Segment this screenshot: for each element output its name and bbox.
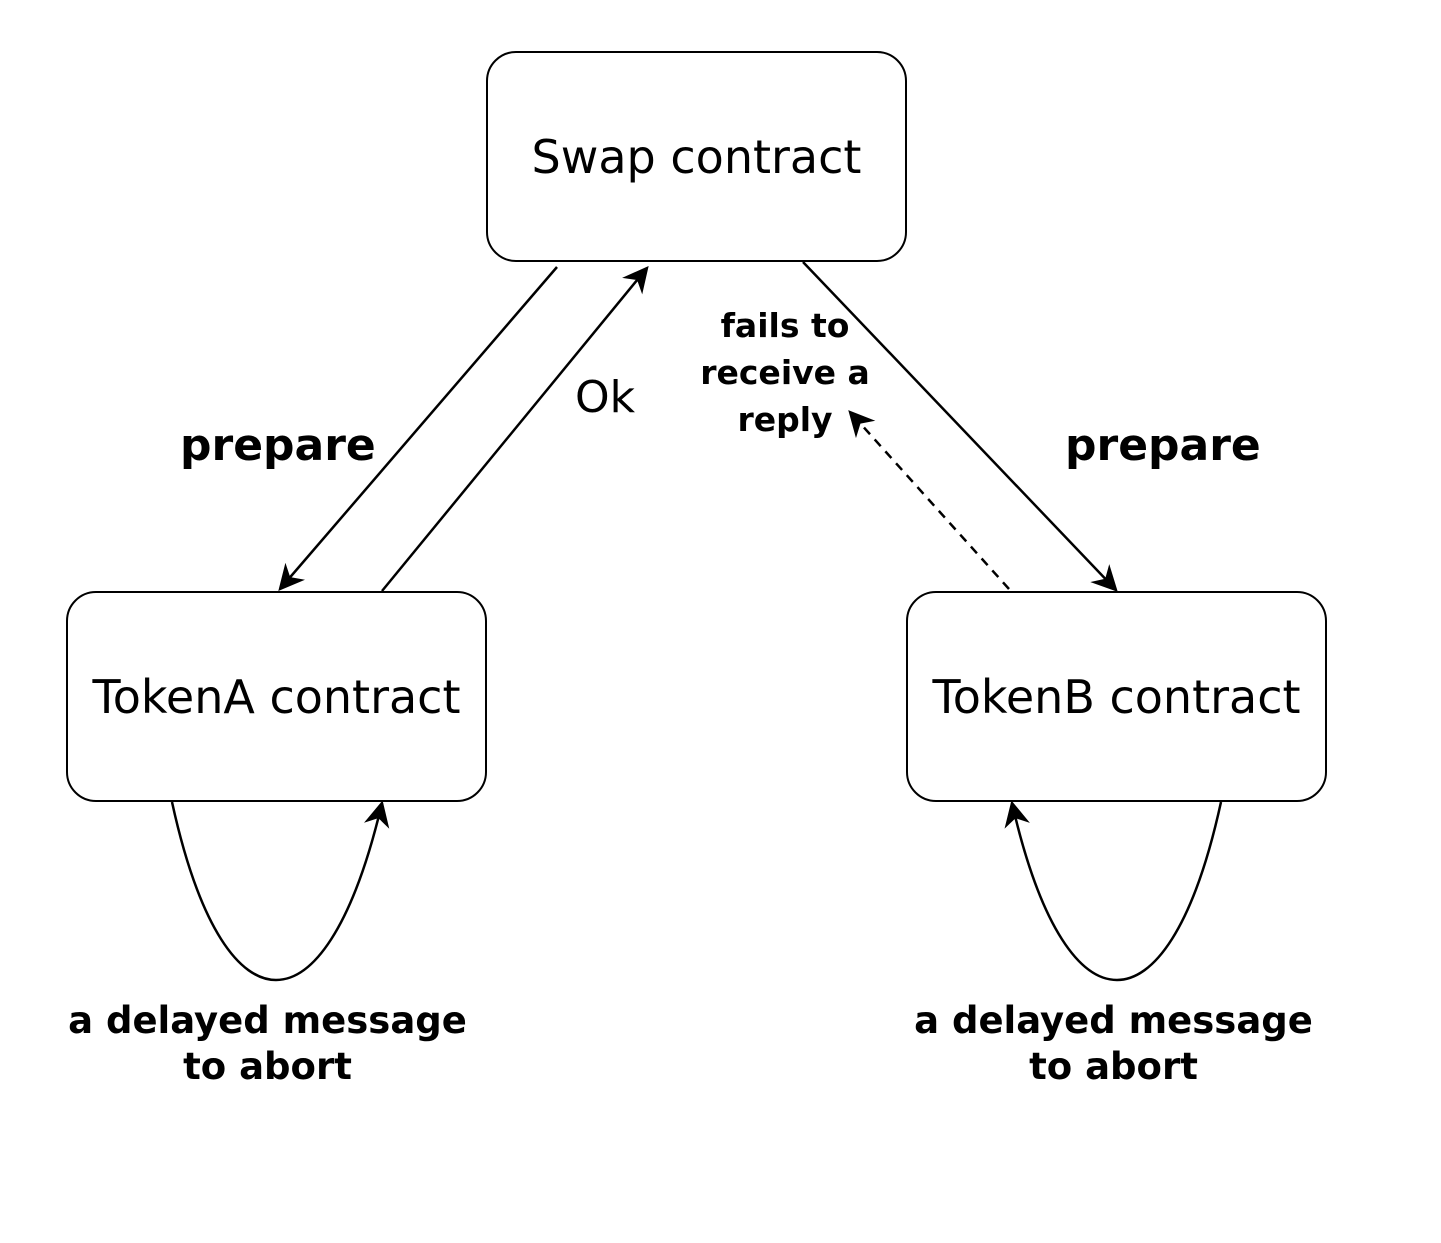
swap-contract-node: Swap contract [486, 51, 907, 262]
abort-label-b: a delayed message to abort [914, 999, 1313, 1088]
self-loop-arrow-a [170, 800, 390, 982]
ok-arrow [381, 265, 649, 592]
self-loop-arrow-b [1004, 800, 1223, 982]
swap-contract-label: Swap contract [531, 129, 862, 184]
fails-arrow [848, 410, 1010, 590]
tokenb-contract-label: TokenB contract [932, 669, 1301, 724]
prepare-arrow-b [802, 261, 1118, 592]
ok-label: Ok [574, 372, 636, 423]
prepare-label-b: prepare [1065, 420, 1261, 471]
tokena-contract-label: TokenA contract [92, 669, 461, 724]
abort-label-a: a delayed message to abort [68, 999, 467, 1088]
tokenb-contract-node: TokenB contract [906, 591, 1327, 802]
prepare-label-a: prepare [180, 420, 376, 471]
fails-label: fails to receive a reply [700, 306, 870, 439]
tokena-contract-node: TokenA contract [66, 591, 487, 802]
prepare-arrow-a [278, 266, 558, 591]
